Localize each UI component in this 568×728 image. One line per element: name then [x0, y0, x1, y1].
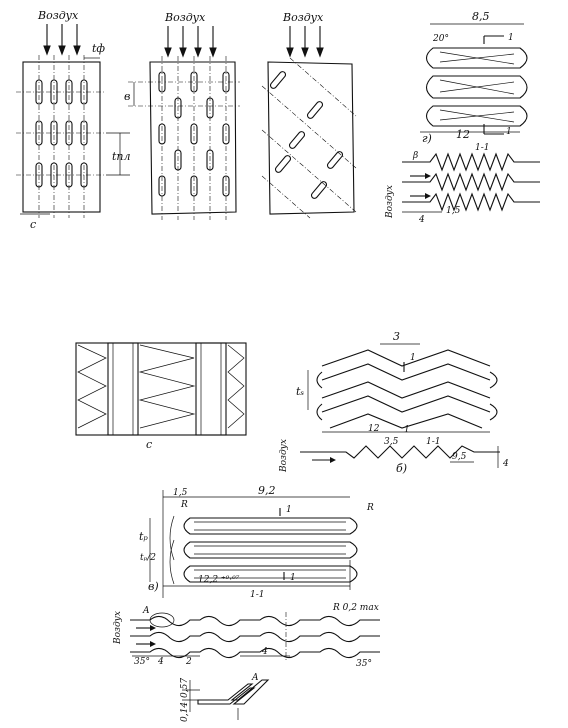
dim-0-57: 0,57	[180, 678, 190, 698]
strip-fin-rows	[130, 615, 380, 659]
g-label: г)	[422, 132, 432, 145]
section-v: 1-1	[250, 590, 265, 600]
panel-b-wavy: 3 1 tₛ 12 1 3,5 1-1 Воздух 9,5 4 б)	[279, 330, 509, 475]
angle-35-left: 35°	[134, 657, 150, 667]
r-label-1: R	[180, 500, 188, 510]
b-label: б)	[396, 462, 407, 475]
t-pl-label: tпл	[112, 150, 131, 163]
c-panel-label: c	[146, 438, 152, 451]
air-label-g: Воздух	[385, 185, 395, 219]
t-fin-label: tф	[92, 42, 105, 55]
dim-3: 3	[393, 330, 400, 343]
louver-section	[402, 152, 540, 212]
air-label-2: Воздух	[164, 11, 206, 24]
fin-plate-2	[149, 61, 237, 215]
dim-4: 4	[418, 215, 425, 225]
air-label-v: Воздух	[113, 611, 123, 645]
core-outline	[75, 342, 247, 436]
dim-4-b: 4	[502, 459, 509, 469]
beta-label: β	[412, 151, 418, 161]
angle-20: 20°	[432, 34, 449, 44]
dim-0-14: 0,14	[180, 702, 190, 722]
dim-2: 2	[185, 657, 192, 667]
slots-1	[35, 79, 88, 188]
panel-strip-section: A R 0,2 max Воздух 35° 4 2 4 35°	[113, 603, 380, 669]
air-label-3: Воздух	[282, 11, 324, 24]
dim-9-5: 9,5	[452, 452, 467, 462]
t-p-label: tₚ	[139, 530, 148, 543]
dim-4-v2: 4	[261, 647, 268, 657]
louver-tubes	[425, 47, 528, 127]
v2-label: в)	[148, 580, 159, 593]
dim-12: 12	[456, 128, 470, 141]
section-g: 1-1	[475, 143, 490, 153]
c-label: c	[30, 218, 36, 231]
detail-a: A 0,57 0,14	[180, 673, 270, 722]
sec-mark-top: 1	[508, 33, 514, 43]
slots-2	[158, 71, 230, 197]
fin-triangles	[77, 344, 245, 429]
detail-a-profile	[197, 679, 270, 705]
r02-label: R 0,2 max	[332, 603, 379, 613]
flat-tubes	[183, 517, 358, 583]
v-label: в	[124, 90, 130, 103]
sec-mark-v-bot: 1	[290, 573, 296, 583]
sec-mark-b-top: 1	[410, 353, 416, 363]
tube-left	[107, 342, 139, 436]
panel-c-corrugated: c	[75, 342, 247, 451]
slots-3	[269, 71, 344, 199]
r-label-2: R	[366, 503, 374, 513]
t-p2-label: tₚ/2	[140, 553, 156, 563]
t-s-label: tₛ	[296, 385, 304, 398]
sec-mark-v-top: 1	[286, 505, 292, 515]
section-b: 1-1	[426, 437, 441, 447]
sec-mark-b-bot: 1	[404, 425, 410, 435]
panel-g-louvered: 8,5 20° 1 г) 12 1 1-1 β Воздух	[385, 10, 540, 225]
air-label-1: Воздух	[37, 9, 79, 22]
a-label-1: A	[142, 606, 150, 616]
dim-9-2: 9,2	[258, 484, 276, 497]
dim-12-2: 12,2 ⁺⁰·⁰⁷	[198, 575, 240, 585]
fin-plate-1	[22, 61, 101, 213]
dim-1-5: 1,5	[446, 206, 461, 216]
dim-1-5-b: 1,5	[173, 488, 188, 498]
dim-3-5: 3,5	[384, 437, 399, 447]
panel-staggered-slots: Воздух в	[124, 11, 240, 220]
dim-8-5: 8,5	[472, 10, 490, 23]
panel-v-tubes: 1,5 9,2 R R 1 tₚ tₚ/2 в) 12,2 ⁺⁰·⁰⁷ 1 1-…	[139, 484, 374, 600]
wavy-section	[300, 445, 500, 459]
dim-4-v: 4	[157, 657, 164, 667]
panel-inclined-slots: Воздух	[261, 11, 357, 219]
sec-mark-bot: 1	[506, 127, 512, 137]
a-label-2: A	[251, 673, 259, 683]
dim-12-b: 12	[368, 424, 380, 434]
wavy-fins	[316, 349, 498, 429]
tube-right	[195, 342, 227, 436]
panel-inline-slots: Воздух tф tпл c	[16, 9, 131, 231]
angle-35-right: 35°	[356, 659, 372, 669]
air-label-b: Воздух	[279, 439, 289, 473]
fin-plate-3	[267, 61, 355, 215]
